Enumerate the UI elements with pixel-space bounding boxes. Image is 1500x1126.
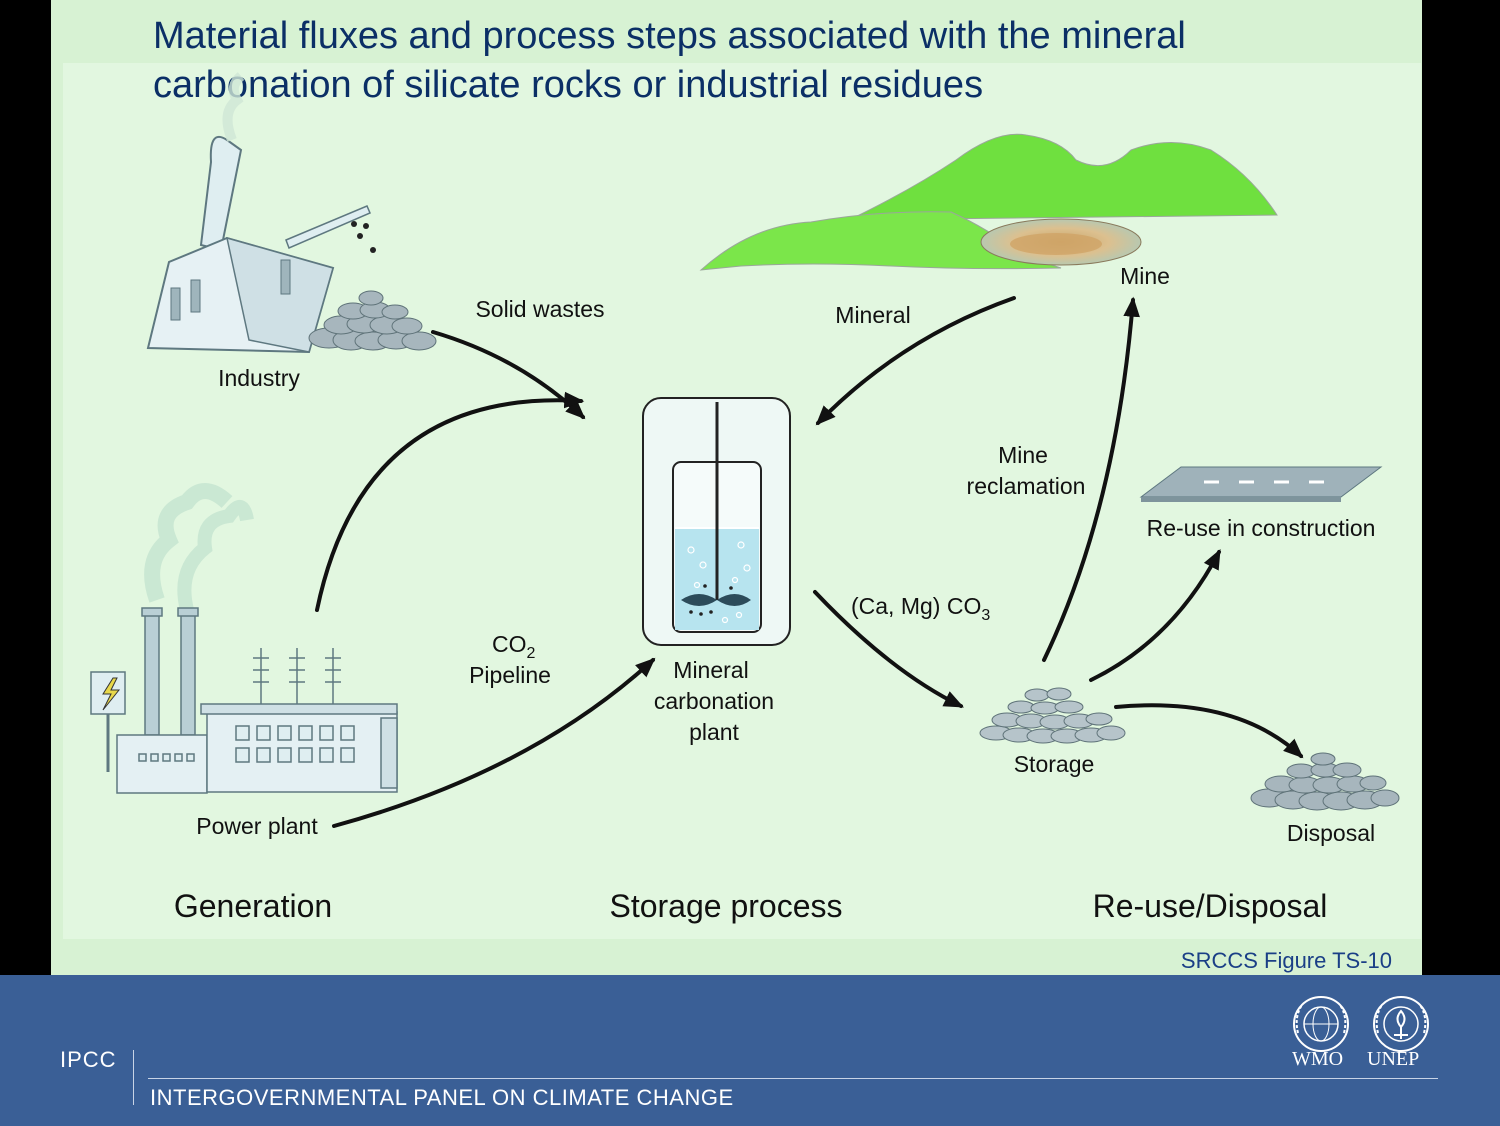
title-line-1: Material fluxes and process steps associ…	[153, 15, 1186, 57]
wmo-label: WMO	[1292, 1048, 1344, 1070]
mine-reclamation-label-2: reclamation	[967, 473, 1086, 499]
arrow-disposal	[1114, 703, 1304, 759]
mine-hills-icon	[699, 133, 1278, 271]
carbonate-label: (Ca, Mg) CO3	[851, 593, 990, 624]
arrow-carbonate	[813, 590, 964, 708]
plant-label-3: plant	[689, 719, 739, 745]
stage-reuse-disposal: Re-use/Disposal	[1093, 888, 1328, 924]
footer-divider-horizontal	[148, 1078, 1438, 1079]
footer-bar: IPCC INTERGOVERNMENTAL PANEL ON CLIMATE …	[0, 975, 1500, 1126]
disposal-label: Disposal	[1287, 820, 1375, 846]
unep-label: UNEP	[1367, 1048, 1420, 1070]
title-line-2: carbonation of silicate rocks or industr…	[153, 64, 984, 106]
arrow-mine-reclamation	[1042, 296, 1140, 662]
arrow-co2-pipeline	[332, 657, 656, 828]
slide-title: Material fluxes and process steps associ…	[153, 12, 1383, 110]
carbonation-reactor-icon	[642, 397, 791, 646]
plant-label-1: Mineral	[673, 657, 748, 683]
stage-storage-process: Storage process	[609, 888, 842, 924]
mine-reclamation-label-1: Mine	[998, 442, 1048, 468]
solid-wastes-pile-icon	[308, 290, 437, 351]
arrow-mineral	[815, 296, 1016, 426]
plant-label-2: carbonation	[654, 688, 774, 714]
mineral-label: Mineral	[835, 302, 910, 328]
storage-pile-icon	[979, 687, 1126, 744]
arrow-power-to-plant-top	[315, 391, 585, 612]
ipcc-label: IPCC	[60, 1047, 117, 1072]
solid-wastes-label: Solid wastes	[475, 296, 604, 322]
slide: Material fluxes and process steps associ…	[51, 0, 1422, 975]
pipeline-label: Pipeline	[469, 662, 551, 688]
unep-logo-icon	[1373, 996, 1429, 1052]
reuse-construction-label: Re-use in construction	[1147, 515, 1376, 541]
footer-divider-vertical	[133, 1050, 134, 1105]
arrow-reuse	[1089, 549, 1221, 682]
road-slab-icon	[1139, 466, 1383, 502]
process-diagram: Industry Solid wastes Mineral Mine Mine …	[90, 72, 1400, 924]
industry-label: Industry	[218, 365, 300, 391]
industry-factory-icon	[146, 72, 376, 354]
wmo-logo-icon	[1293, 996, 1349, 1052]
co2-label: CO2	[492, 631, 536, 662]
figure-caption: SRCCS Figure TS-10	[1180, 948, 1392, 973]
power-plant-icon	[90, 483, 398, 794]
mine-label: Mine	[1120, 263, 1170, 289]
power-plant-label: Power plant	[196, 813, 318, 839]
ipcc-full-name: INTERGOVERNMENTAL PANEL ON CLIMATE CHANG…	[150, 1085, 734, 1110]
disposal-pile-icon	[1250, 752, 1400, 811]
stage-generation: Generation	[174, 888, 332, 924]
storage-label: Storage	[1014, 751, 1095, 777]
